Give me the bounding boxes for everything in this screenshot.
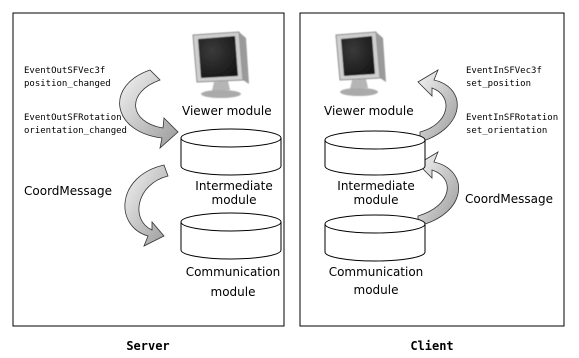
server-communication-cylinder xyxy=(180,212,282,260)
client-arrow-intermediate-to-viewer xyxy=(417,69,458,143)
server-event1-line1: EventOutSFVec3f xyxy=(24,66,105,76)
client-viewer-label: Viewer module xyxy=(324,104,414,118)
server-event2-line1: EventOutSFRotation xyxy=(24,113,122,123)
server-communication-label-line2: module xyxy=(211,285,256,299)
server-title: Server xyxy=(126,339,169,353)
server-arrow-viewer-to-intermediate xyxy=(119,69,179,150)
server-intermediate-label-line2: module xyxy=(212,193,257,207)
server-viewer-label: Viewer module xyxy=(182,104,272,118)
server-coord-message: CoordMessage xyxy=(24,184,112,198)
client-intermediate-label-line2: module xyxy=(354,193,399,207)
client-communication-cylinder xyxy=(324,214,426,262)
client-arrow-communication-to-intermediate xyxy=(417,151,459,227)
server-intermediate-cylinder xyxy=(180,128,282,176)
client-communication-label-line2: module xyxy=(354,283,399,297)
server-arrow-intermediate-to-communication xyxy=(124,164,169,247)
client-panel: EventInSFVec3f set_position EventInSFRot… xyxy=(299,12,565,327)
server-event1-line2: position_changed xyxy=(24,79,111,89)
server-panel: EventOutSFVec3f position_changed EventOu… xyxy=(12,12,285,327)
client-intermediate-label-line1: Intermediate xyxy=(337,179,414,193)
computer-monitor-icon xyxy=(192,31,249,98)
client-intermediate-cylinder xyxy=(324,130,426,176)
computer-monitor-icon xyxy=(335,31,386,96)
server-intermediate-label-line1: Intermediate xyxy=(195,179,272,193)
client-event1-line2: set_position xyxy=(466,79,531,89)
client-event2-line2: set_orientation xyxy=(466,126,547,136)
client-panel-border xyxy=(299,12,565,327)
client-title: Client xyxy=(410,339,453,353)
server-communication-label-line1: Communication xyxy=(186,265,281,279)
client-event2-line1: EventInSFRotation xyxy=(466,113,558,123)
server-panel-border xyxy=(12,12,285,327)
client-coord-message: CoordMessage xyxy=(465,192,553,206)
client-communication-label-line1: Communication xyxy=(329,265,424,279)
client-event1-line1: EventInSFVec3f xyxy=(466,66,542,76)
server-event2-line2: orientation_changed xyxy=(24,126,127,136)
